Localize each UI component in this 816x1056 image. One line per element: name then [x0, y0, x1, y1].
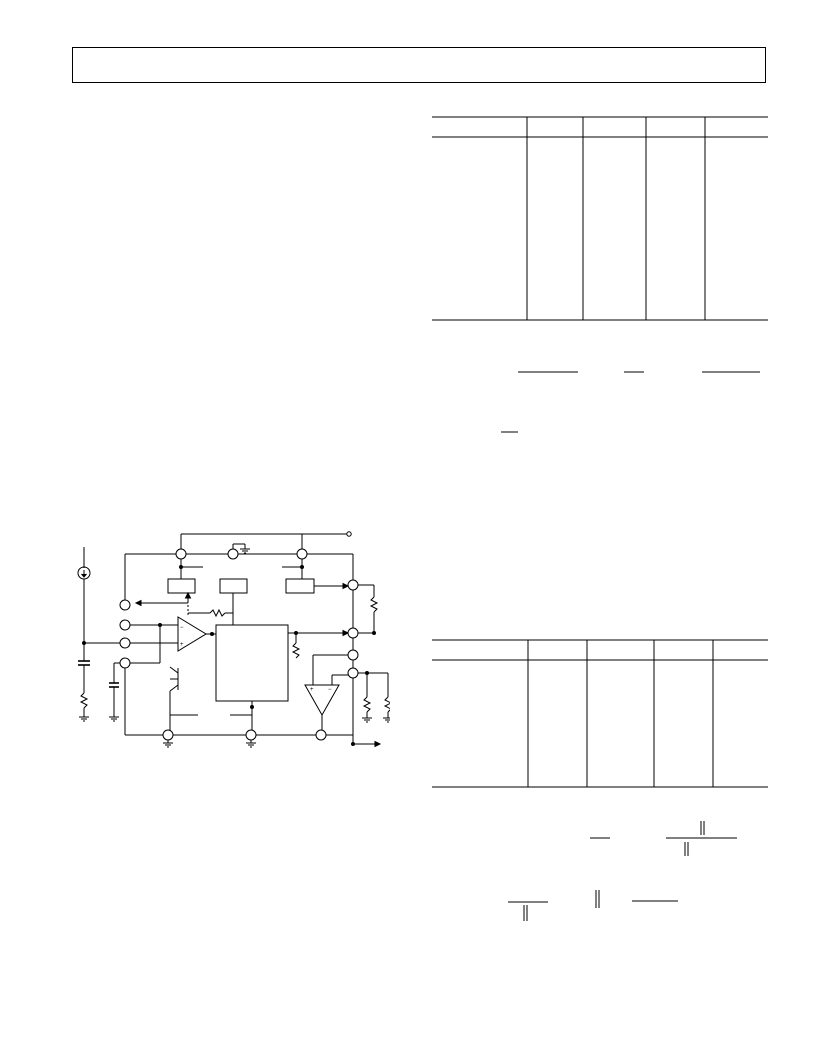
supply-terminal: [346, 531, 352, 537]
table-bottom-rules: [432, 639, 768, 788]
table-top-rules: [432, 116, 768, 321]
main-block: [215, 624, 289, 702]
table-top: [432, 116, 768, 322]
equation-3: [590, 821, 737, 856]
pin-bottom-3: [315, 729, 327, 741]
page-header-box: [72, 47, 766, 83]
pin-bottom-2: [245, 729, 257, 741]
svg-text:−: −: [180, 625, 184, 631]
pin-left-4: [119, 657, 131, 669]
pin-left-1: [119, 599, 131, 611]
pin-right-2: [347, 627, 359, 639]
opamp-2: [304, 684, 340, 717]
pin-right-4: [347, 667, 359, 679]
svg-text:+: +: [180, 642, 184, 648]
pin-top-2: [227, 548, 239, 560]
svg-text:−: −: [328, 687, 332, 693]
pin-right-3: [347, 649, 359, 661]
opamp-1: [177, 616, 207, 652]
equation-4: [508, 890, 678, 921]
block-1: [167, 578, 196, 594]
pin-right-1: [347, 579, 359, 591]
svg-text:+: +: [310, 687, 314, 693]
pin-left-2: [119, 619, 131, 631]
pin-bottom-1: [162, 729, 174, 741]
block-2: [219, 578, 248, 594]
pin-top-3: [296, 548, 308, 560]
circuit-diagram: + − − +: [77, 531, 390, 748]
pin-top-1: [175, 548, 187, 560]
block-3: [285, 578, 315, 594]
table-bottom: [432, 639, 768, 789]
pin-left-3: [119, 637, 131, 649]
